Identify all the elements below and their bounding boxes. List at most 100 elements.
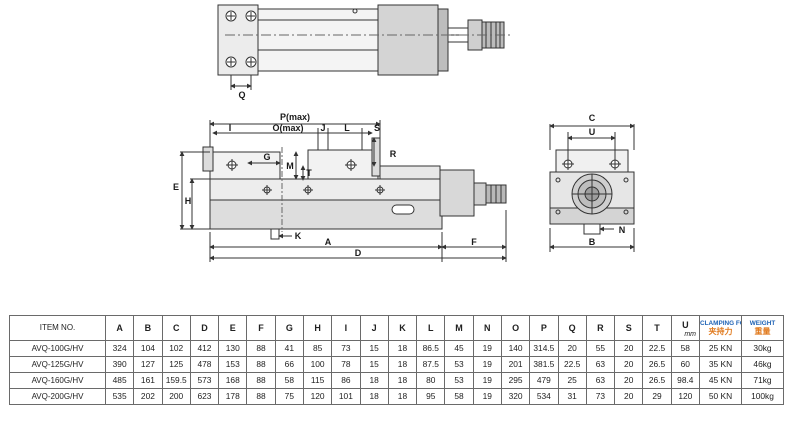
dimension-cell-p: 479 — [529, 372, 559, 389]
column-header-k: K — [387, 315, 418, 341]
column-letter: Q — [568, 323, 576, 333]
column-letter: B — [144, 323, 152, 333]
column-letter: U — [682, 319, 689, 330]
dim-label-d: D — [355, 248, 362, 258]
dimension-cell-l: 95 — [416, 388, 446, 405]
dimension-cell-m: 58 — [444, 388, 474, 405]
dimension-cell-a: 390 — [104, 356, 135, 373]
clamping-force-cell: 45 KN — [699, 372, 742, 389]
dim-label-t: T — [306, 168, 312, 178]
dimension-cell-c: 102 — [161, 340, 191, 357]
side-spindle-hex — [473, 182, 487, 206]
side-fixed-jaw — [209, 151, 281, 180]
dimension-cell-n: 19 — [472, 388, 502, 405]
dimension-cell-r: 63 — [585, 372, 616, 389]
column-letter: J — [371, 323, 377, 333]
column-header-b: B — [133, 315, 163, 341]
side-view — [179, 120, 507, 262]
dim-label-o: O(max) — [272, 123, 303, 133]
dim-label-s: S — [374, 123, 380, 133]
top-view-body-shaded — [377, 4, 439, 76]
column-letter: H — [314, 323, 321, 333]
side-slot — [391, 204, 415, 215]
weight-header-cn: 重量 — [754, 327, 771, 336]
column-letter: D — [201, 323, 208, 333]
technical-drawing: Q — [173, 4, 635, 262]
dimension-cell-e: 153 — [218, 356, 248, 373]
dimension-cell-o: 140 — [500, 340, 531, 357]
dimension-cell-r: 73 — [585, 388, 616, 405]
column-header-t: T — [642, 315, 672, 341]
dimension-cell-k: 18 — [387, 388, 418, 405]
item-no-cell: AVQ-100G/HV — [9, 340, 106, 357]
dimension-cell-n: 19 — [472, 372, 502, 389]
dimension-cell-t: 26.5 — [642, 372, 672, 389]
dim-label-b: B — [589, 237, 596, 247]
dimension-cell-c: 159.5 — [161, 372, 191, 389]
dimension-cell-b: 127 — [133, 356, 163, 373]
front-view — [549, 123, 635, 252]
dimension-cell-s: 20 — [614, 388, 644, 405]
weight-cell: 71kg — [741, 372, 784, 389]
dimension-cell-u: 60 — [670, 356, 701, 373]
dimension-cell-b: 202 — [133, 388, 163, 405]
dimension-cell-h: 85 — [302, 340, 333, 357]
dimension-cell-j: 18 — [359, 388, 389, 405]
column-letter: L — [427, 323, 434, 333]
item-no-cell: AVQ-125G/HV — [9, 356, 106, 373]
dim-label-q: Q — [238, 90, 245, 100]
dimension-cell-q: 31 — [557, 388, 587, 405]
column-letter: M — [455, 323, 463, 333]
dim-label-a: A — [325, 237, 332, 247]
dimension-cell-h: 100 — [302, 356, 333, 373]
dimension-cell-u: 120 — [670, 388, 701, 405]
column-header-c: C — [161, 315, 191, 341]
column-header-s: S — [614, 315, 644, 341]
column-header-d: D — [189, 315, 220, 341]
dimension-cell-f: 88 — [246, 340, 276, 357]
dimension-cell-c: 125 — [161, 356, 191, 373]
dimension-cell-i: 101 — [331, 388, 361, 405]
dim-label-p: P(max) — [280, 112, 310, 122]
side-jaw-plate-right — [371, 137, 381, 177]
dimension-cell-n: 19 — [472, 340, 502, 357]
dim-label-m: M — [286, 161, 294, 171]
item-no-header: ITEM NO. — [9, 315, 106, 341]
dim-label-k: K — [295, 231, 302, 241]
clamping-force-cell: 35 KN — [699, 356, 742, 373]
dimension-cell-r: 63 — [585, 356, 616, 373]
dimension-cell-q: 22.5 — [557, 356, 587, 373]
column-letter: P — [540, 323, 547, 333]
dimension-cell-s: 20 — [614, 340, 644, 357]
column-letter: I — [344, 323, 348, 333]
top-view — [217, 4, 512, 90]
dimension-cell-r: 55 — [585, 340, 616, 357]
column-letter: N — [484, 323, 491, 333]
dimension-cell-o: 201 — [500, 356, 531, 373]
dimension-cell-d: 573 — [189, 372, 220, 389]
top-view-flange — [437, 8, 449, 72]
dimension-cell-q: 25 — [557, 372, 587, 389]
dimension-cell-e: 178 — [218, 388, 248, 405]
front-key — [583, 223, 601, 235]
dimension-cell-k: 18 — [387, 340, 418, 357]
column-header-e: E — [218, 315, 248, 341]
dimension-cell-p: 381.5 — [529, 356, 559, 373]
column-letter: A — [116, 323, 123, 333]
dimension-cell-d: 623 — [189, 388, 220, 405]
dimension-cell-j: 15 — [359, 356, 389, 373]
dimension-cell-j: 15 — [359, 340, 389, 357]
column-letter: F — [258, 323, 264, 333]
dimension-cell-a: 485 — [104, 372, 135, 389]
unit-label: mm — [684, 330, 696, 338]
dim-label-c: C — [589, 113, 596, 123]
dim-label-n: N — [619, 225, 626, 235]
column-header-h: H — [302, 315, 333, 341]
column-header-g: G — [274, 315, 304, 341]
dimension-cell-h: 120 — [302, 388, 333, 405]
